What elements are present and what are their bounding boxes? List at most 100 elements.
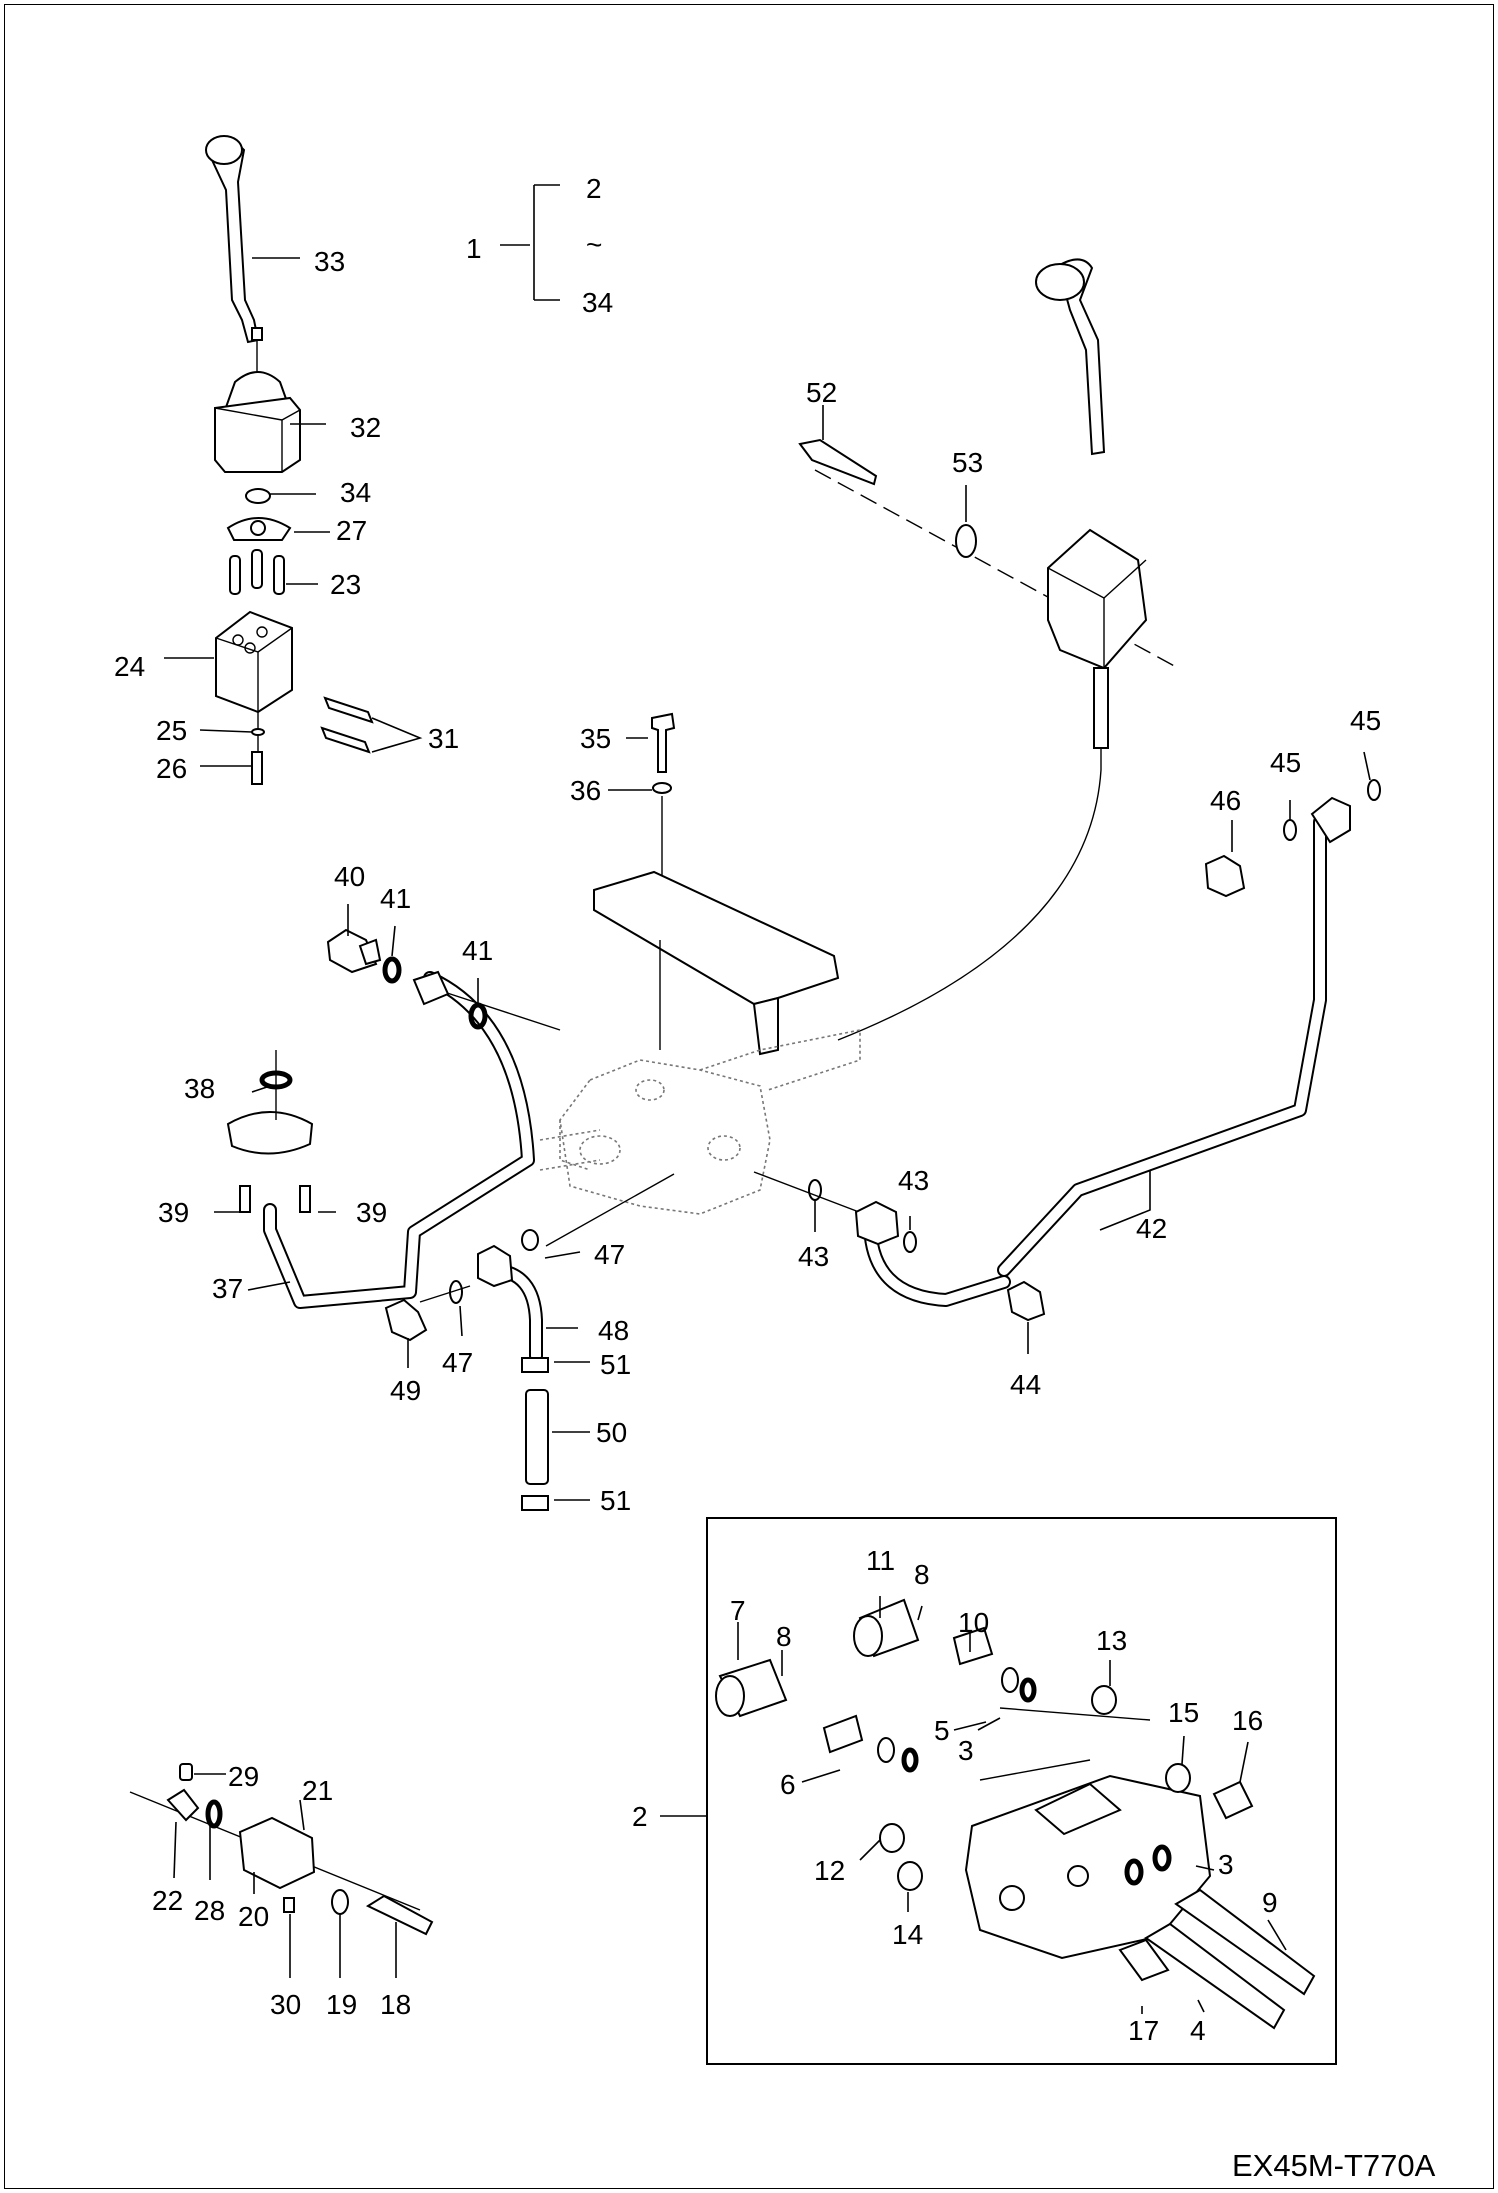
washer-53 xyxy=(955,524,977,558)
callout-48: 48 xyxy=(598,1315,629,1346)
callout-22: 22 xyxy=(152,1885,183,1916)
callout-34: 34 xyxy=(340,477,371,508)
flange-38 xyxy=(226,1111,314,1155)
plug-15 xyxy=(1165,1763,1191,1793)
lever-knob xyxy=(205,135,243,165)
callout-37: 37 xyxy=(212,1273,243,1304)
bolt-44 xyxy=(1006,1280,1046,1322)
callout-16: 16 xyxy=(1232,1705,1263,1736)
callout-30: 30 xyxy=(270,1989,301,2020)
callout-15: 15 xyxy=(1168,1697,1199,1728)
callout-53: 53 xyxy=(952,447,983,478)
bracket-last: 34 xyxy=(582,287,613,318)
spring-6 xyxy=(822,1714,864,1754)
bracket-first: 2 xyxy=(586,173,602,204)
callout-31: 31 xyxy=(428,723,459,754)
callout-51b: 51 xyxy=(600,1485,631,1516)
drawing-frame xyxy=(4,4,1494,2189)
bracket-parent: 1 xyxy=(466,233,482,264)
hand-valve-exploded xyxy=(129,1763,434,1936)
callout-11: 11 xyxy=(866,1545,895,1576)
callout-3a: 3 xyxy=(958,1735,974,1766)
fitting-17 xyxy=(1118,1938,1170,1982)
callout-18: 18 xyxy=(380,1989,411,2020)
control-box-right xyxy=(1047,528,1148,670)
mount-bracket xyxy=(593,712,840,1056)
callout-3b: 3 xyxy=(1218,1849,1234,1880)
callout-45b: 45 xyxy=(1350,705,1381,736)
callout-36: 36 xyxy=(570,775,601,806)
callout-19: 19 xyxy=(326,1989,357,2020)
pin-30 xyxy=(283,1897,295,1913)
plug-14 xyxy=(897,1861,923,1891)
stem-18 xyxy=(365,1894,434,1936)
bolt-46 xyxy=(1204,854,1246,898)
hose-50 xyxy=(525,1389,549,1485)
callout-51a: 51 xyxy=(600,1349,631,1380)
callout-5: 5 xyxy=(934,1715,950,1746)
callout-45a: 45 xyxy=(1270,747,1301,778)
callout-41a: 41 xyxy=(380,883,411,914)
callout-13: 13 xyxy=(1096,1625,1127,1656)
callout-44: 44 xyxy=(1010,1369,1041,1400)
lever-assembly-right xyxy=(798,258,1179,1041)
main-valve-ghost xyxy=(539,1029,861,1215)
plug-13 xyxy=(1091,1685,1117,1715)
plungers-23 xyxy=(229,549,285,595)
plug-12 xyxy=(879,1823,905,1853)
eye-48 xyxy=(477,1244,514,1288)
control-box-32 xyxy=(214,396,301,473)
callout-40: 40 xyxy=(334,861,365,892)
bracket-range: ~ xyxy=(586,229,602,260)
callout-33: 33 xyxy=(314,246,345,277)
callout-2: 2 xyxy=(632,1801,648,1832)
callout-4: 4 xyxy=(1190,2015,1206,2046)
callout-38: 38 xyxy=(184,1073,215,1104)
callout-35: 35 xyxy=(580,723,611,754)
washer-36 xyxy=(652,782,672,794)
lever-33 xyxy=(210,144,260,344)
callout-43a: 43 xyxy=(798,1241,829,1272)
callout-21: 21 xyxy=(302,1775,333,1806)
callout-7: 7 xyxy=(730,1595,746,1626)
leader-lines xyxy=(164,184,1371,2014)
hydraulic-lines xyxy=(263,815,1327,1363)
callout-8a: 8 xyxy=(776,1621,792,1652)
spring-10 xyxy=(952,1626,994,1666)
callout-47a: 47 xyxy=(594,1239,625,1270)
callout-9: 9 xyxy=(1262,1887,1278,1918)
inset-box xyxy=(706,1517,1337,2065)
callout-47b: 47 xyxy=(442,1347,473,1378)
callout-14: 14 xyxy=(892,1919,923,1950)
callout-32: 32 xyxy=(350,412,381,443)
drawing-code: EX45M-T770A xyxy=(1232,2148,1436,2183)
callout-25: 25 xyxy=(156,715,187,746)
callout-28: 28 xyxy=(194,1895,225,1926)
bolt-52 xyxy=(798,438,878,486)
callout-49: 49 xyxy=(390,1375,421,1406)
callout-20: 20 xyxy=(238,1901,269,1932)
callout-labels: 1 2 ~ 34 33 32 34 27 23 24 31 25 26 52 5… xyxy=(114,173,1381,2046)
callout-17: 17 xyxy=(1128,2015,1159,2046)
callout-23: 23 xyxy=(330,569,361,600)
callout-39b: 39 xyxy=(356,1197,387,1228)
callout-6: 6 xyxy=(780,1769,796,1800)
lever-tip xyxy=(251,327,263,341)
valve-body-24 xyxy=(215,610,293,714)
bolt-26 xyxy=(251,751,263,785)
bracket-plate xyxy=(593,870,840,1006)
callout-29: 29 xyxy=(228,1761,259,1792)
nut-34 xyxy=(245,488,271,504)
bolt-39a xyxy=(239,1185,251,1213)
body-20 xyxy=(238,1816,316,1890)
body-22 xyxy=(166,1788,200,1822)
pipe-42 xyxy=(997,815,1327,1277)
spool-9 xyxy=(1174,1888,1316,1996)
valve-detail-inset xyxy=(706,1517,1337,2065)
callout-12: 12 xyxy=(814,1855,845,1886)
callout-52: 52 xyxy=(806,377,837,408)
remote-control-valve-exploded xyxy=(205,135,374,785)
washer-19 xyxy=(331,1889,349,1915)
pins-31 xyxy=(323,696,374,724)
bolt-35 xyxy=(651,712,676,773)
